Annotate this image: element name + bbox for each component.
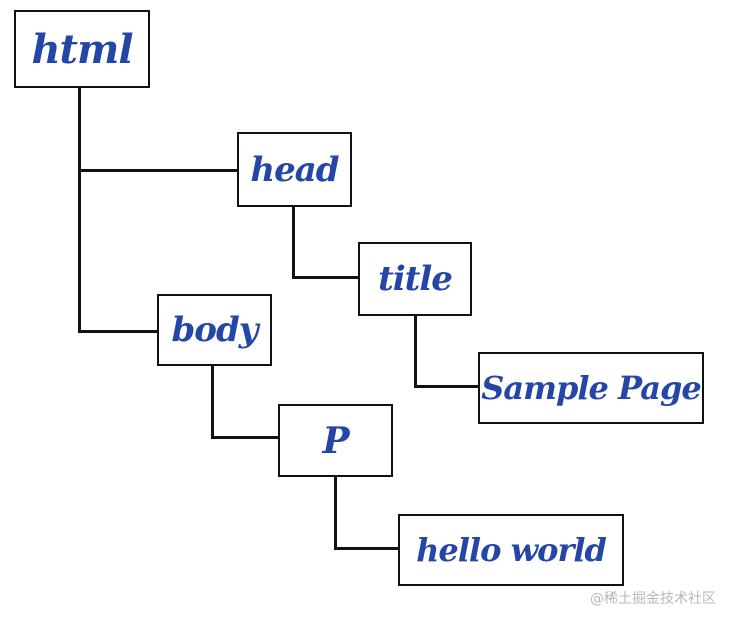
node-html-label: html — [31, 25, 133, 73]
node-body-label: body — [171, 310, 259, 350]
connector-p-hello-world — [334, 547, 398, 550]
node-p-label: P — [322, 419, 349, 462]
node-body: body — [157, 294, 272, 366]
watermark: @稀土掘金技术社区 — [590, 591, 716, 607]
connector-title-trunk — [414, 316, 417, 388]
connector-body-trunk — [211, 366, 214, 439]
node-hello-world: hello world — [398, 514, 624, 586]
node-p: P — [278, 404, 393, 477]
node-sample-page-label: Sample Page — [481, 369, 701, 407]
node-title-label: title — [378, 259, 453, 299]
connector-html-head — [78, 169, 237, 172]
connector-html-trunk — [78, 88, 81, 333]
node-sample-page: Sample Page — [478, 352, 704, 424]
connector-head-title — [292, 276, 358, 279]
node-head: head — [237, 132, 352, 207]
connector-body-p — [211, 436, 278, 439]
connector-head-trunk — [292, 207, 295, 279]
node-hello-world-label: hello world — [416, 531, 607, 569]
connector-html-body — [78, 330, 157, 333]
node-head-label: head — [250, 149, 339, 190]
connector-p-trunk — [334, 477, 337, 550]
connector-title-sample-page — [414, 385, 478, 388]
node-title: title — [358, 242, 472, 316]
node-html: html — [14, 10, 150, 88]
